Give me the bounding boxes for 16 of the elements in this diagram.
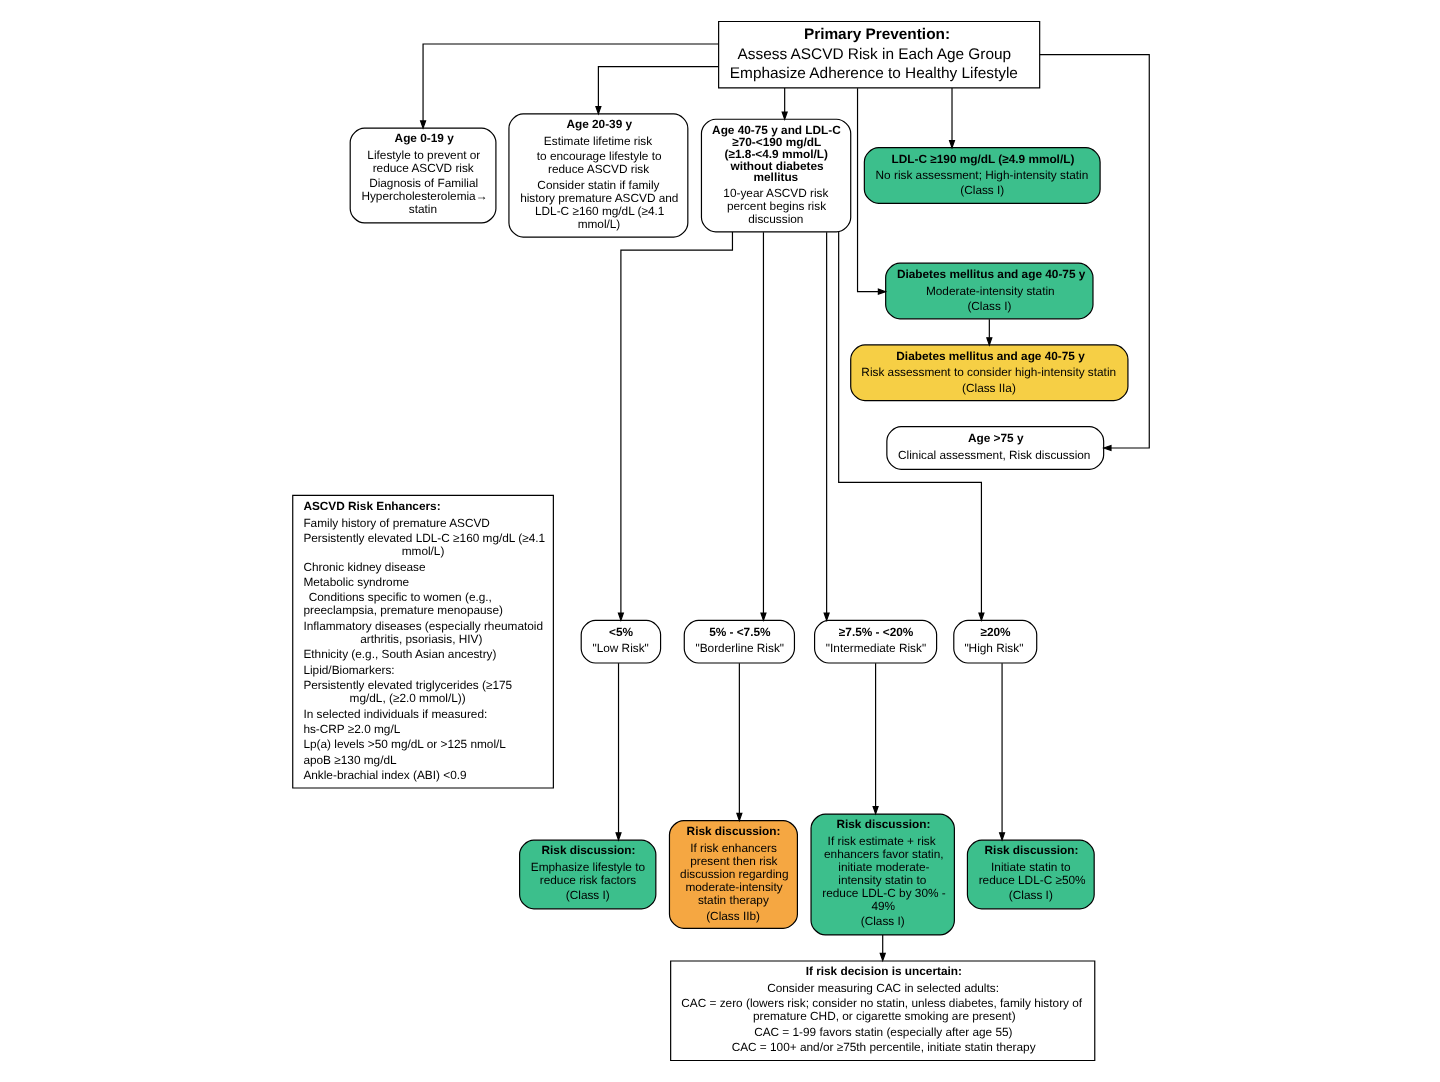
- arrow: [837, 231, 984, 622]
- arrow: [616, 231, 733, 622]
- arrow: [418, 43, 718, 130]
- arrow: [947, 87, 955, 150]
- arrow: [780, 87, 787, 121]
- arrow: [614, 662, 621, 842]
- arrow: [997, 662, 1005, 842]
- arrow: [871, 662, 878, 816]
- arrow: [822, 231, 829, 622]
- arrow: [759, 231, 766, 622]
- arrow: [855, 87, 887, 295]
- arrow: [594, 65, 718, 116]
- arrow: [878, 934, 886, 963]
- arrow: [1038, 54, 1149, 452]
- arrow: [735, 662, 742, 823]
- arrow: [985, 318, 992, 347]
